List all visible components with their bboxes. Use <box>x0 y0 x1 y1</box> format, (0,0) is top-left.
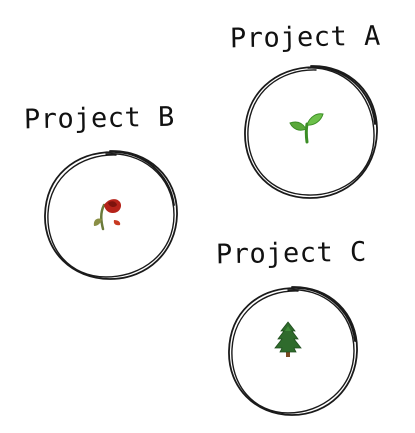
seedling-icon <box>289 113 324 144</box>
project-b-label: Project B <box>23 101 176 136</box>
project-b-circle <box>44 150 178 280</box>
project-a-label: Project A <box>229 20 382 55</box>
project-c-circle <box>228 286 358 416</box>
wilted-flower-icon <box>93 199 122 231</box>
project-c-label: Project C <box>215 236 368 271</box>
project-a-circle <box>244 65 378 199</box>
evergreen-tree-icon <box>274 321 302 357</box>
